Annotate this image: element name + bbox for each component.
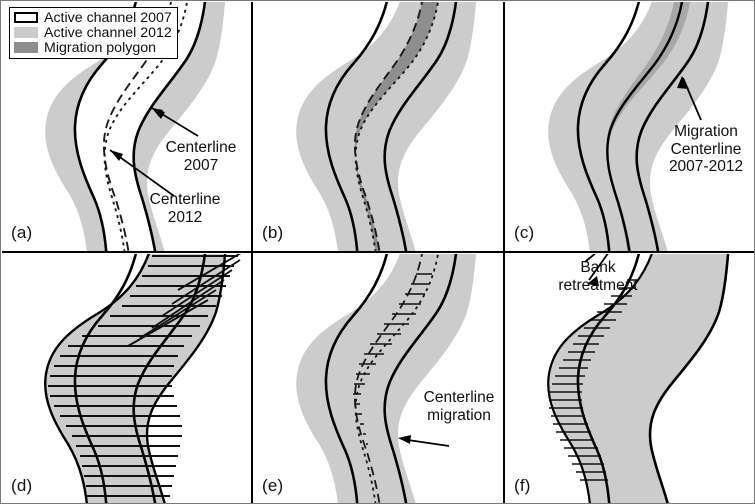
oblique-transects-d: [127, 254, 242, 347]
centerline-migration-label-line1: Centerline: [423, 389, 495, 406]
panel-e: [253, 254, 503, 503]
transect-lines-d: [48, 255, 238, 497]
bank-retreatment-label-line2: retreatment: [558, 276, 638, 294]
active-channel-2007-right-bank-a: [132, 2, 207, 251]
migration-centerline-label-line3: 2007-2012: [668, 158, 744, 175]
legend-label-migration-polygon: Migration polygon: [44, 39, 156, 56]
panel-d: [2, 254, 251, 503]
active-channel-2007-right-bank-d: [132, 254, 207, 503]
centerline-2007-leader-a: [151, 107, 199, 137]
panel-divider-horizontal: [2, 251, 754, 253]
legend-item-active-channel-2007: Active channel 2007: [14, 10, 172, 25]
centerline-migration-label: Centerline migration: [407, 389, 511, 424]
active-channel-2007-right-bank-b: [383, 2, 458, 251]
migration-polygon-c: [606, 2, 690, 251]
active-channel-2012-polygon-b: [296, 2, 477, 251]
panel-b: [253, 2, 503, 251]
active-channel-2007-left-bank-c: [576, 2, 641, 251]
panel-divider-vertical-1: [251, 2, 253, 503]
active-channel-2007-left-bank-d: [73, 254, 138, 503]
active-channel-2007-right-bank-c: [635, 2, 710, 251]
centerline-2007-label-line2: 2007: [183, 156, 219, 174]
legend-item-migration-polygon: Migration polygon: [14, 40, 172, 55]
panel-divider-vertical-2: [503, 2, 505, 503]
centerline-2012-label-line2: 2012: [167, 208, 203, 226]
panel-letter-a: (a): [11, 223, 33, 242]
active-channel-2007-left-bank-e: [324, 254, 389, 503]
panel-letter-f: (f): [514, 476, 531, 495]
centerline-2012-label: Centerline 2012: [135, 191, 235, 226]
legend-swatch-migration-polygon: [14, 42, 38, 53]
bank-retreatment-label: Bank retreatment: [546, 259, 650, 294]
migration-centerline-label-line1: Migration: [674, 123, 738, 140]
bank-retreatment-label-line1: Bank: [580, 259, 616, 276]
legend-label-active-channel-2007: Active channel 2007: [44, 9, 172, 26]
migration-centerline-leader-c: [677, 76, 702, 121]
active-channel-2012-right-boundary-d: [145, 254, 227, 503]
legend-swatch-active-channel-2007: [14, 12, 38, 23]
centerline-2007-path-a: [102, 2, 172, 251]
active-channel-2012-right-boundary-f: [648, 254, 730, 503]
centerline-2007-path-b: [353, 2, 423, 251]
legend-item-active-channel-2012: Active channel 2012: [14, 25, 172, 40]
centerline-2012-leader-a: [109, 149, 175, 197]
migration-centerline-label-line2: Centerline: [670, 140, 742, 158]
centerline-migration-leader-e: [398, 435, 450, 447]
panel-letter-e: (e): [262, 476, 284, 495]
panel-c: [505, 2, 754, 251]
centerline-2012-label-line1: Centerline: [149, 191, 221, 208]
active-channel-2007-right-bank-e: [383, 254, 458, 503]
centerline-2007-path-e: [354, 254, 423, 503]
panel-letter-c: (c): [514, 223, 535, 242]
panel-f: [505, 254, 754, 503]
active-channel-2012-left-boundary-f: [547, 254, 653, 503]
panel-letter-b: (b): [262, 223, 284, 242]
centerline-2012-path-b: [354, 2, 439, 251]
active-channel-2012-left-boundary-d: [44, 254, 150, 503]
centerline-migration-label-line2: migration: [427, 406, 491, 424]
active-channel-2007-left-bank-b: [324, 2, 389, 251]
active-channel-2007-left-bank-f: [576, 254, 641, 503]
migration-centerline-path-c: [606, 2, 684, 251]
migration-polygon-b: [354, 2, 438, 251]
centerline-2007-label-line1: Centerline: [165, 139, 237, 156]
legend-swatch-active-channel-2012: [14, 27, 38, 38]
centerline-2012-path-a: [103, 2, 188, 251]
centerline-2012-path-e: [354, 254, 439, 503]
centerline-2007-label: Centerline 2007: [151, 139, 251, 174]
map-legend: Active channel 2007 Active channel 2012 …: [9, 7, 178, 59]
panel-letter-d: (d): [11, 476, 33, 495]
legend-label-active-channel-2012: Active channel 2012: [44, 24, 172, 41]
migration-centerline-label: Migration Centerline 2007-2012: [656, 123, 754, 176]
active-channel-2012-polygon-e: [296, 254, 477, 503]
